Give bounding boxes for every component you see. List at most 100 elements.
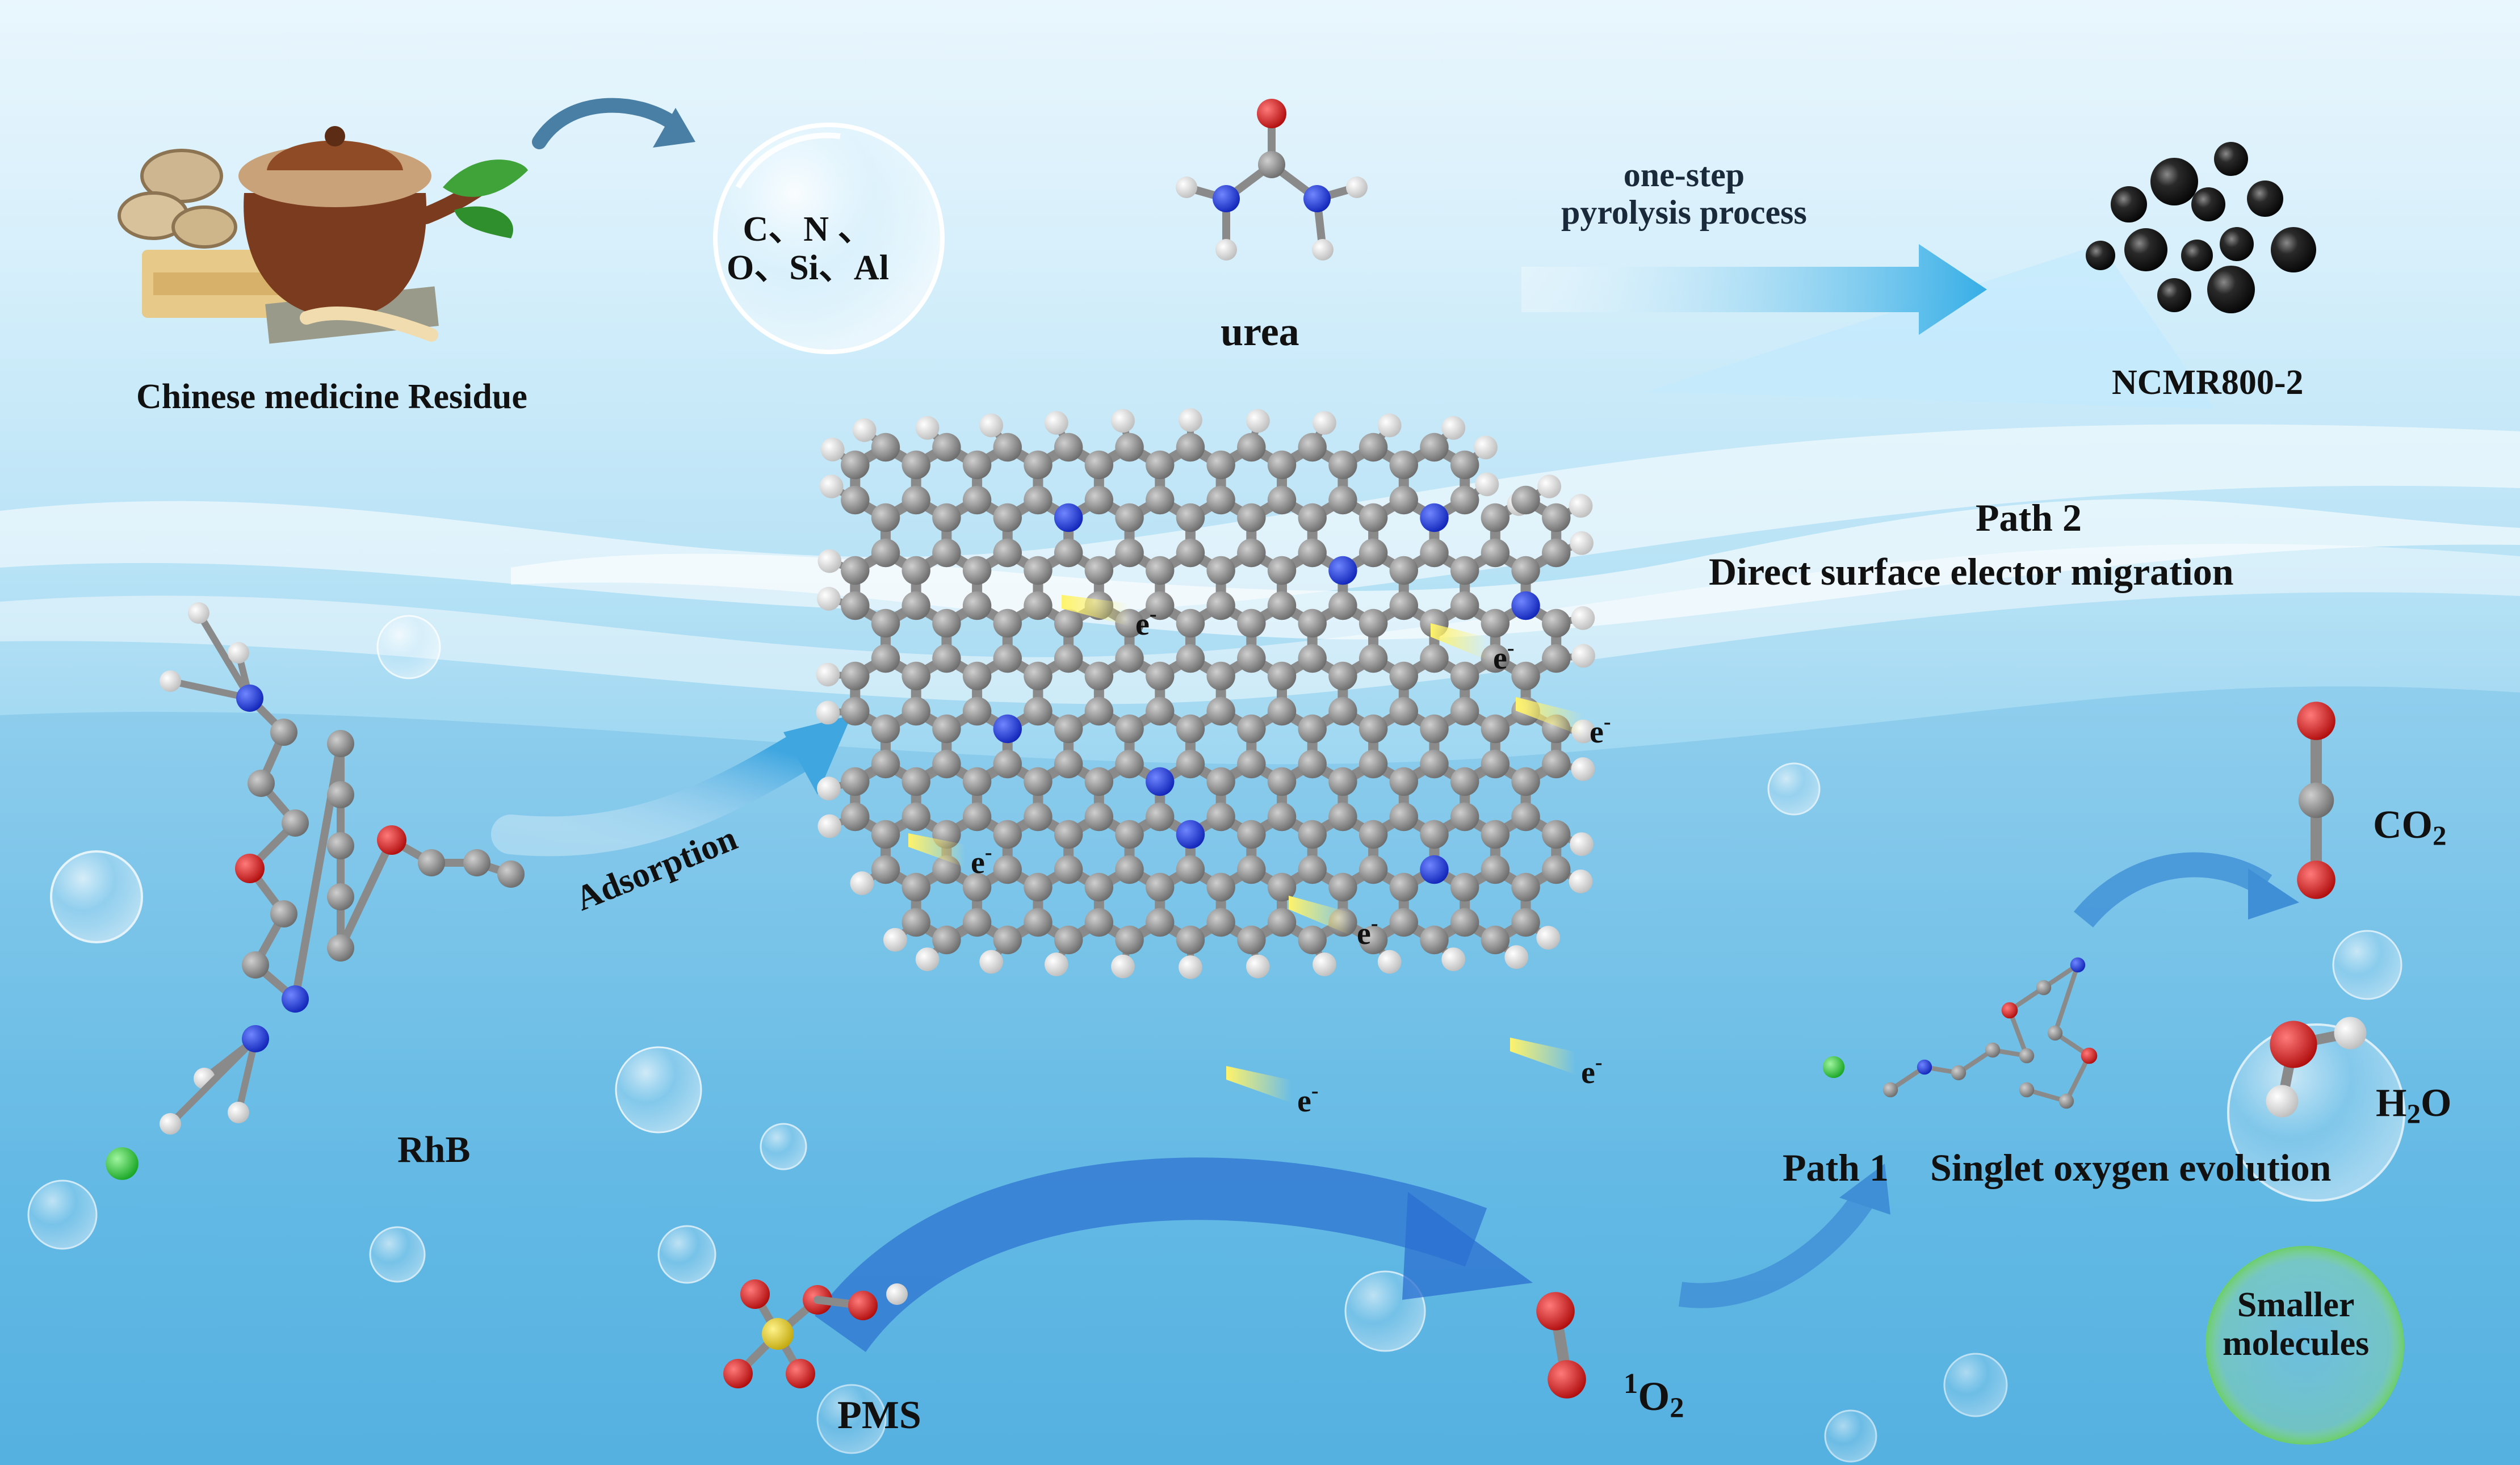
atom-c <box>1390 697 1418 725</box>
atom-c <box>1511 908 1540 937</box>
atom-o <box>848 1291 878 1320</box>
atom-h <box>1045 952 1068 976</box>
atom-c <box>932 750 961 778</box>
atom-c <box>871 609 900 637</box>
atom-h <box>1313 411 1336 435</box>
urea-label: urea <box>1221 309 1299 354</box>
atom-h <box>160 1113 181 1135</box>
atom-n <box>1420 503 1448 532</box>
small-molecules <box>106 99 2366 1399</box>
path1-title: Path 1 <box>1783 1147 1889 1189</box>
atom-h <box>1569 870 1593 893</box>
atom-c <box>1390 873 1418 901</box>
smaller-molecules-label: Smaller molecules <box>2223 1286 2369 1363</box>
atom-h <box>1571 757 1595 781</box>
atom-c <box>1542 750 1570 778</box>
atom-c <box>1268 486 1296 514</box>
atom-c <box>1420 539 1448 567</box>
atom-c <box>841 662 869 690</box>
atom-c <box>1298 926 1327 954</box>
atom-c <box>1085 697 1113 725</box>
atom-h <box>1378 414 1402 438</box>
atom-h <box>979 950 1003 974</box>
atom-c <box>327 781 354 808</box>
atom-c <box>1146 697 1174 725</box>
atom-c <box>1176 503 1205 532</box>
atom-c <box>932 503 961 532</box>
atom-c <box>1268 697 1296 725</box>
atom-o <box>786 1359 815 1388</box>
atom-c <box>2036 980 2051 995</box>
atom-c <box>932 433 961 461</box>
atom-h <box>816 701 840 725</box>
atom-c <box>1328 873 1357 901</box>
atom-c <box>1054 539 1083 567</box>
atom-c <box>993 750 1022 778</box>
atom-c <box>1054 433 1083 461</box>
atom-c <box>932 644 961 673</box>
residue-label: Chinese medicine Residue <box>136 377 527 416</box>
atom-c <box>932 539 961 567</box>
bond <box>295 744 341 999</box>
atom-c <box>1176 644 1205 673</box>
atom-c <box>902 451 930 479</box>
atom-c <box>1298 539 1327 567</box>
atom-c <box>2019 1048 2034 1063</box>
nitrogen-doped-carbon-sheet <box>816 408 1595 979</box>
singlet-oxygen-label: 1O2 <box>1624 1368 1684 1424</box>
elements-label: C、N 、 O、Si、Al <box>727 210 889 287</box>
atom-n <box>1328 556 1357 585</box>
atom-h <box>886 1283 908 1305</box>
atom-c <box>1176 715 1205 743</box>
atom-c <box>1481 926 1510 954</box>
atom-c <box>2059 1094 2074 1109</box>
atom-c <box>1511 662 1540 690</box>
electron-beam <box>1510 1038 1575 1074</box>
atom-c <box>1054 855 1083 884</box>
atom-c <box>1481 609 1510 637</box>
atom-c <box>1237 503 1265 532</box>
atom-c <box>1176 609 1205 637</box>
atom-c <box>270 719 297 746</box>
atom-c <box>1985 1043 2000 1057</box>
atom-c <box>902 662 930 690</box>
atom-c <box>1176 926 1205 954</box>
atom-c <box>1206 486 1235 514</box>
atom-h <box>817 815 841 838</box>
herbal-medicine-pot-icon <box>119 126 528 343</box>
atom-c <box>1268 767 1296 796</box>
atom-c <box>1206 451 1235 479</box>
atom-c <box>1511 767 1540 796</box>
atom-c <box>841 591 869 620</box>
atom-c <box>841 767 869 796</box>
atom-c <box>1085 803 1113 831</box>
atom-h <box>817 549 841 573</box>
atom-c <box>871 433 900 461</box>
atom-c <box>1024 908 1052 937</box>
atom-c <box>1542 609 1570 637</box>
atom-c <box>1390 451 1418 479</box>
atom-c <box>1268 556 1296 585</box>
atom-c <box>1420 750 1448 778</box>
co2-subscript: 2 <box>2433 820 2447 851</box>
atom-h <box>1045 411 1068 435</box>
atom-c <box>1024 697 1052 725</box>
atom-cl <box>106 1147 139 1180</box>
atom-c <box>1481 820 1510 849</box>
atom-c <box>902 697 930 725</box>
electron-label: e- <box>1581 1050 1603 1091</box>
atom-c <box>1450 803 1479 831</box>
atom-c <box>1481 855 1510 884</box>
atom-c <box>1024 486 1052 514</box>
atom-c <box>1542 820 1570 849</box>
electron-label: e- <box>1590 710 1611 750</box>
atom-c <box>1206 591 1235 620</box>
atom-c <box>993 503 1022 532</box>
atom-h <box>1111 409 1135 433</box>
atom-n <box>1303 185 1331 212</box>
atom-c <box>1206 803 1235 831</box>
atom-o <box>2297 702 2335 740</box>
path2-description: Direct surface elector migration <box>1709 551 2234 593</box>
atom-c <box>963 662 991 690</box>
atom-c <box>1146 486 1174 514</box>
